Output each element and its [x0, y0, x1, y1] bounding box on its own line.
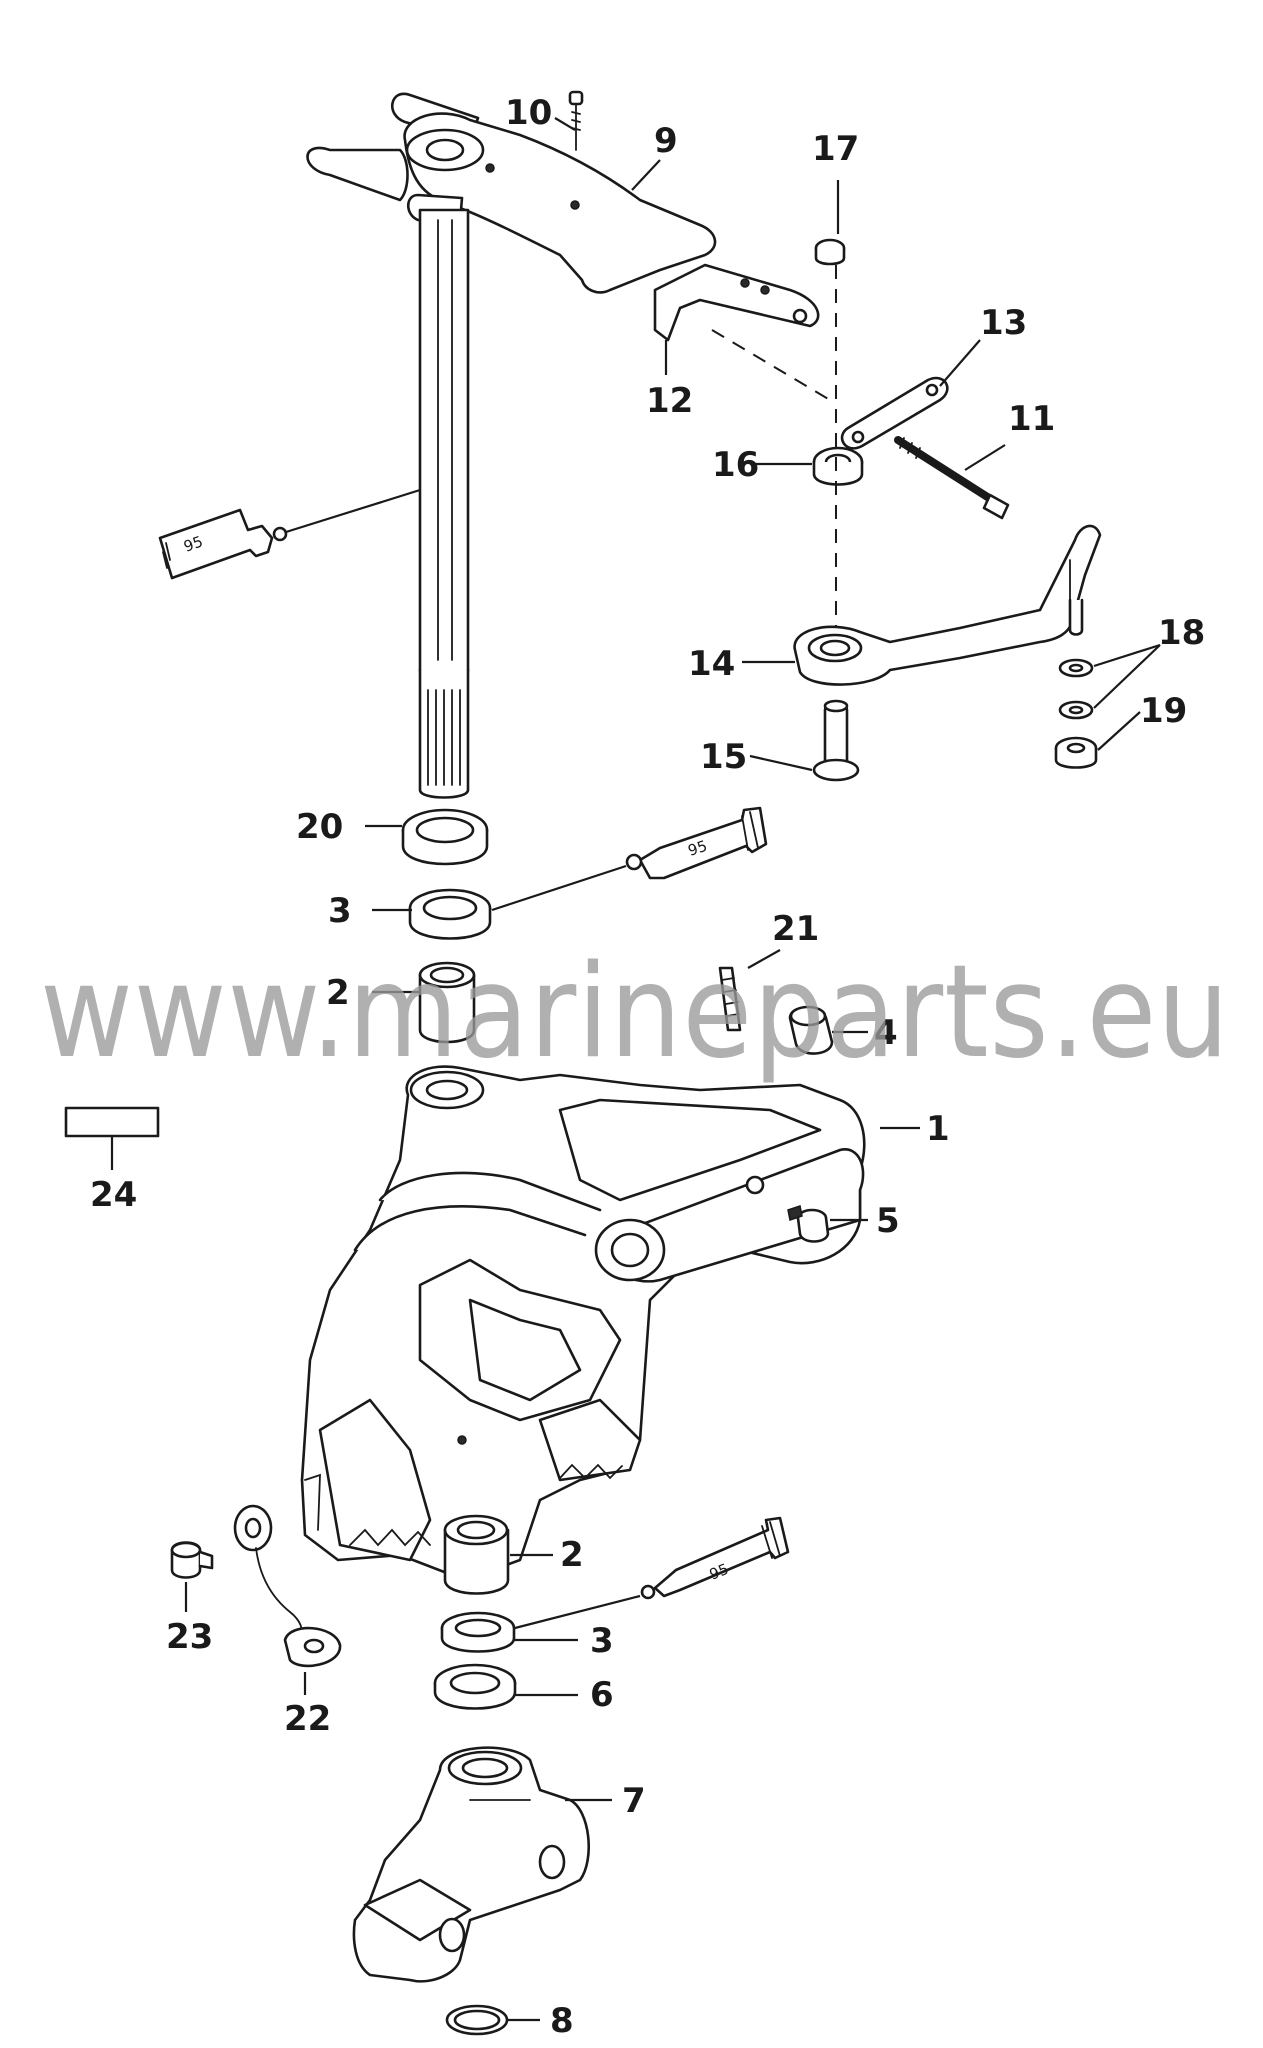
callout-19: 19	[1140, 691, 1187, 731]
part-11-long-bolt	[894, 436, 1010, 520]
callout-15: 15	[700, 737, 747, 777]
part-5-grease-fitting	[787, 1205, 830, 1243]
lubricant-tube-2: 95	[491, 806, 768, 912]
callout-1: 1	[926, 1109, 950, 1149]
callout-6: 6	[590, 1675, 614, 1715]
callout-20: 20	[296, 807, 343, 847]
callout-12: 12	[646, 381, 693, 421]
callout-11: 11	[1008, 399, 1055, 439]
callout-13: 13	[980, 303, 1027, 343]
part-23-screw	[170, 1541, 214, 1579]
part-24-kit-box	[64, 1106, 160, 1138]
part-10-bolt	[568, 90, 584, 151]
part-17-nut	[814, 238, 846, 266]
part-18-washer-b	[1058, 700, 1094, 720]
part-8-o-ring	[445, 2004, 509, 2036]
callout-numbers: 1 2 2 3 3 4 5 6 7 8 9 10 11 12 13 14 15 …	[90, 93, 1205, 2041]
callout-3-upper: 3	[328, 891, 352, 931]
callout-9: 9	[654, 121, 678, 161]
callout-10: 10	[505, 93, 552, 133]
part-7-lower-yoke	[352, 1746, 591, 1983]
callout-7: 7	[622, 1781, 646, 1821]
steering-shaft	[418, 208, 470, 799]
callout-8: 8	[550, 2001, 574, 2041]
part-15-pin	[812, 699, 860, 782]
part-13-link-plate	[840, 376, 949, 450]
part-19-nut	[1054, 736, 1098, 769]
callout-21: 21	[772, 909, 819, 949]
part-18-washer-a	[1058, 658, 1094, 678]
callout-22: 22	[284, 1699, 331, 1739]
callout-4: 4	[874, 1013, 898, 1053]
tube-1-label: 95	[181, 532, 205, 555]
part-3-bearing-lower	[440, 1611, 516, 1653]
part-12-bracket-plate	[653, 263, 820, 342]
part-22-ground-strap	[233, 1504, 342, 1668]
callout-5: 5	[876, 1201, 900, 1241]
lubricant-tube-1: 95	[158, 488, 421, 580]
part-1-swivel-bracket	[300, 1065, 866, 1582]
part-21-roll-pin	[718, 966, 742, 1032]
part-2-bushing-lower	[443, 1514, 510, 1595]
part-3-bearing-upper	[408, 888, 492, 940]
lubricant-tube-3: 95	[514, 1516, 790, 1630]
tube-2-label: 95	[686, 837, 710, 860]
callout-2-upper: 2	[326, 973, 350, 1013]
callout-23: 23	[166, 1617, 213, 1657]
callout-3-lower: 3	[590, 1621, 614, 1661]
part-2-bushing-upper	[418, 961, 476, 1044]
part-20-seal	[401, 808, 489, 866]
watermark-text: www.marineparts.eu	[40, 938, 1230, 1087]
callout-24: 24	[90, 1175, 137, 1215]
part-6-seal	[433, 1663, 517, 1710]
leader-lines	[110, 117, 1161, 2022]
callout-14: 14	[688, 644, 735, 684]
callout-16: 16	[712, 445, 759, 485]
part-4-plug	[788, 1005, 834, 1055]
part-16-bushing	[812, 446, 864, 486]
tube-3-label: 95	[707, 1560, 731, 1584]
callout-2-lower: 2	[560, 1535, 584, 1575]
part-14-link-arm	[793, 524, 1102, 686]
callout-18: 18	[1158, 613, 1205, 653]
alignment-line-a	[711, 329, 831, 401]
callout-17: 17	[812, 129, 859, 169]
